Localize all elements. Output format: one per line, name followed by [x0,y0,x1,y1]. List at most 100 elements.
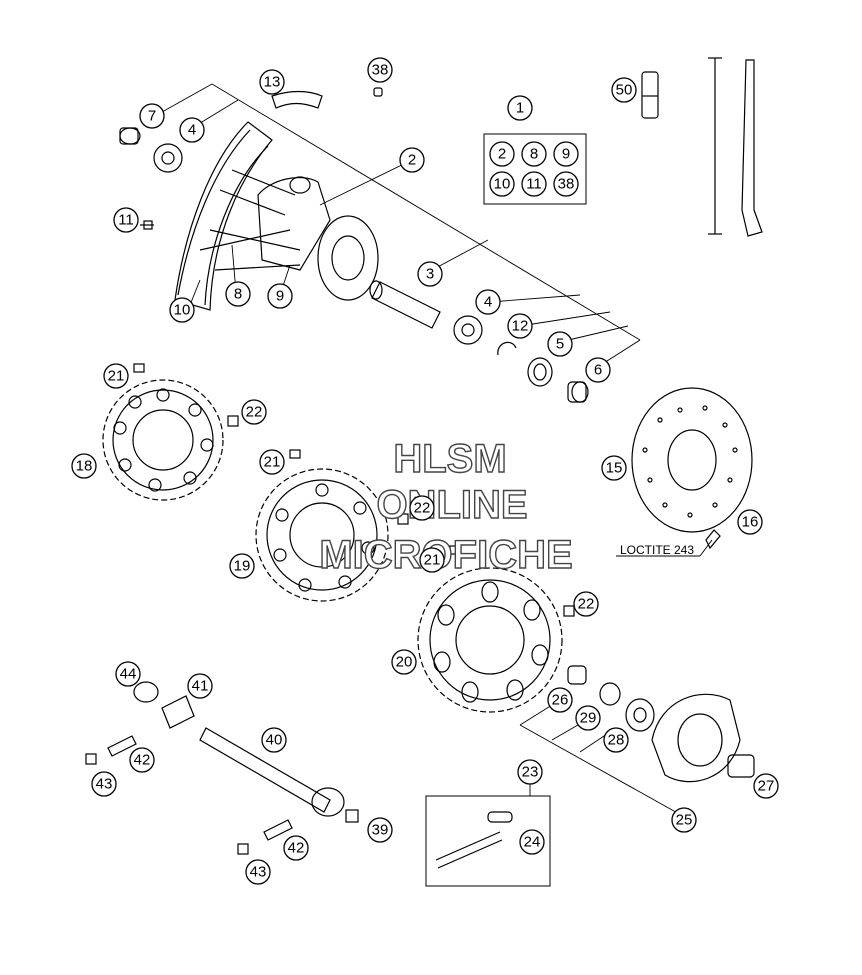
svg-text:25: 25 [676,812,693,829]
circlip-12 [497,341,517,356]
adjuster-bolt-42-b [263,819,293,841]
sprocket-19 [255,468,389,602]
callout-40: 40 [261,727,287,753]
leader-lines-wheel [161,83,641,369]
kit-box [483,133,587,205]
svg-text:44: 44 [120,666,137,683]
svg-text:50: 50 [616,82,633,99]
callout-2: 2 [399,147,425,173]
seal-29 [599,682,621,706]
damper-27 [727,754,755,778]
svg-text:22: 22 [578,596,595,613]
valve-cap-38 [373,87,383,97]
svg-text:4: 4 [484,294,492,311]
kit-item-10: 10 [489,171,515,197]
sprocket-carrier-25 [651,693,741,783]
svg-text:8: 8 [530,146,538,163]
svg-text:39: 39 [372,822,389,839]
spacer-6 [567,381,589,403]
chain-box [425,784,551,887]
svg-text:8: 8 [234,286,242,303]
callout-1: 1 [507,95,533,121]
svg-text:24: 24 [524,834,541,851]
svg-text:4: 4 [188,122,196,139]
svg-text:42: 42 [134,752,151,769]
callout-50: 50 [611,77,637,103]
callout-41: 41 [187,673,213,699]
callout-4-top: 4 [179,117,205,143]
callout-42-a: 42 [129,747,155,773]
kit-item-8: 8 [521,141,547,167]
seal-5 [527,357,553,387]
callout-13: 13 [259,69,285,95]
svg-text:22: 22 [246,404,263,421]
svg-text:23: 23 [522,764,539,781]
callout-24: 24 [519,829,545,855]
callout-43-b: 43 [245,859,271,885]
bearing-4-top [153,143,183,173]
svg-text:41: 41 [192,678,209,695]
callout-23: 23 [517,759,543,785]
spacer-26 [567,665,587,685]
callout-39: 39 [367,817,393,843]
svg-text:11: 11 [118,212,134,229]
svg-text:43: 43 [96,776,113,793]
spoke-dimension [708,57,763,237]
adjuster-bolt-42-a [107,735,137,757]
loctite-leader [616,539,713,557]
kit-item-2: 2 [489,141,515,167]
watermark-line-1: HLSM [393,437,506,481]
svg-text:3: 3 [426,266,434,283]
svg-text:11: 11 [526,176,542,193]
callout-4-mid: 4 [475,289,501,315]
svg-text:7: 7 [148,108,156,125]
callout-22-a: 22 [241,399,267,425]
bearing-4-mid [453,315,483,345]
nut-43-a [85,753,97,765]
svg-text:27: 27 [758,778,775,795]
leader-lines-hub [519,699,691,821]
callout-8: 8 [225,281,251,307]
svg-text:15: 15 [606,460,623,477]
callout-21-c: 21 [419,547,445,573]
svg-text:40: 40 [266,732,283,749]
callout-42-b: 42 [283,835,309,861]
svg-text:2: 2 [408,152,416,169]
bearing-28 [625,698,655,732]
spacer-sleeve-3 [369,280,441,329]
svg-text:2: 2 [498,146,506,163]
callout-29: 29 [575,705,601,731]
callout-3: 3 [417,261,443,287]
axle-nut-39 [345,809,359,823]
wheel-rim [174,121,301,311]
nut-43-b [237,843,249,855]
callout-25: 25 [671,807,697,833]
callout-28: 28 [603,727,629,753]
callout-22-c: 22 [573,591,599,617]
callout-5: 5 [547,331,573,357]
svg-text:20: 20 [396,654,413,671]
svg-text:43: 43 [250,864,267,881]
spoke-nipple-11 [140,220,154,230]
callout-26: 26 [547,687,573,713]
callout-19: 19 [229,553,255,579]
master-link-24 [487,811,513,823]
svg-text:5: 5 [556,336,564,353]
callout-15: 15 [601,455,627,481]
callout-27: 27 [753,773,779,799]
watermark: HLSM ONLINE MICROFICHE [319,436,574,577]
svg-text:28: 28 [608,732,625,749]
svg-text:19: 19 [234,558,251,575]
svg-text:13: 13 [264,74,281,91]
bearing-spacer-7 [119,127,141,145]
callout-43-a: 43 [91,771,117,797]
watermark-line-3: MICROFICHE [319,533,572,577]
callout-22-b: 22 [409,495,435,521]
svg-text:21: 21 [108,368,125,385]
callout-44: 44 [115,661,141,687]
bolt-21-c [449,545,461,555]
chain-adjuster-41 [161,695,195,729]
cap-44 [133,681,159,703]
bolt-21-a [133,363,145,373]
